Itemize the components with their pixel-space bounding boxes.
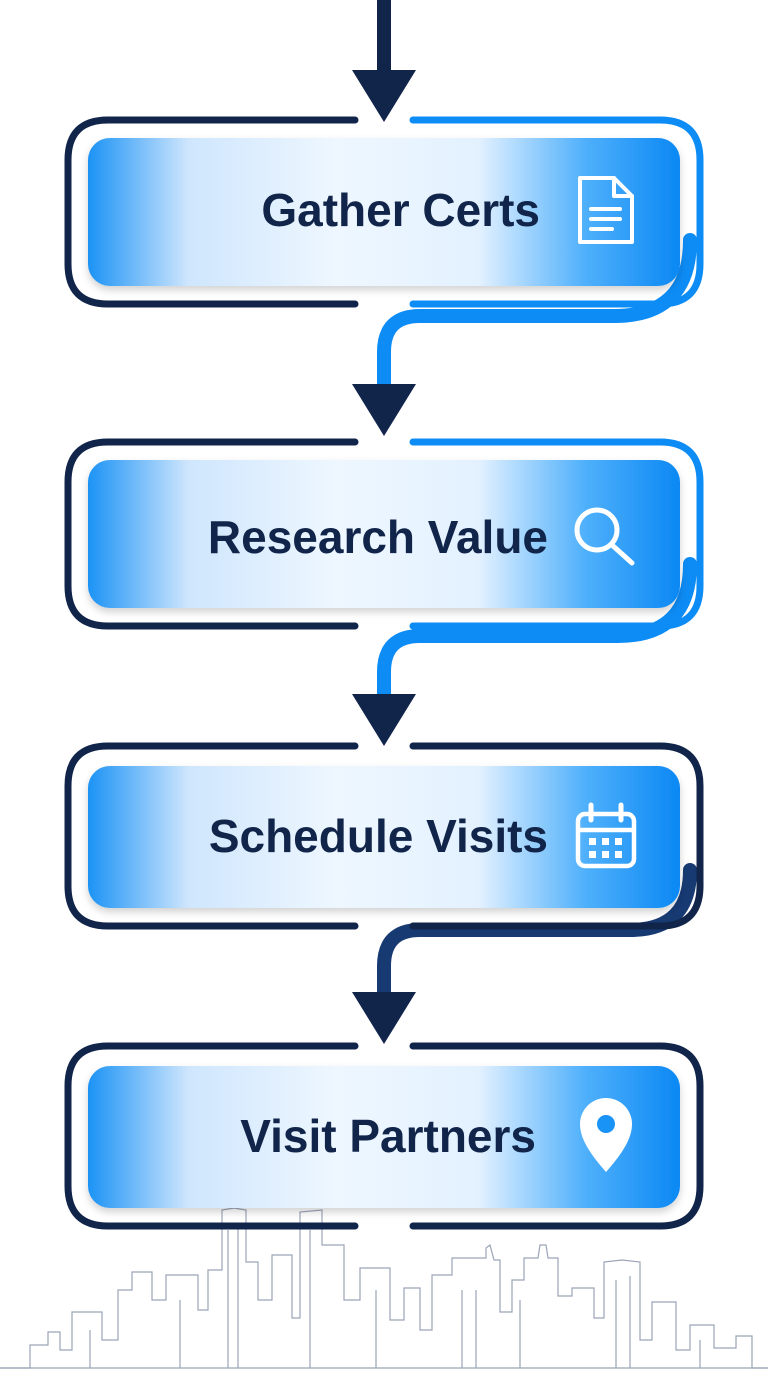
arrowhead-2-3 (352, 694, 416, 746)
step-outline-right (409, 438, 704, 630)
step-card (88, 138, 680, 286)
location-pin-icon (580, 1098, 632, 1172)
search-icon (574, 507, 635, 566)
step-label: Research Value (208, 511, 548, 563)
document-icon (578, 176, 634, 244)
step-research-value: Research Value (64, 438, 704, 630)
arrowheads (352, 70, 416, 1044)
step-card (88, 460, 680, 608)
step-visit-partners: Visit Partners (64, 1042, 704, 1230)
step-card (88, 1066, 680, 1208)
step-label: Gather Certs (261, 184, 540, 236)
connector-1-2 (377, 233, 697, 403)
connector-3-4 (377, 863, 697, 1011)
arrowhead-entry (352, 70, 416, 122)
step-label: Schedule Visits (209, 810, 548, 862)
step-gather-certs: Gather Certs (64, 116, 704, 308)
step-outline-left (64, 438, 359, 630)
connector-2-3 (377, 557, 697, 713)
step-label: Visit Partners (240, 1110, 536, 1162)
arrowhead-1-2 (352, 384, 416, 436)
step-outline-left (64, 742, 359, 930)
step-outline-left (64, 116, 359, 308)
step-outline-right (409, 116, 704, 308)
city-skyline (0, 1207, 768, 1369)
step-schedule-visits: Schedule Visits (64, 742, 704, 930)
calendar-icon (575, 802, 637, 869)
step-outline-right (409, 1042, 704, 1230)
step-outline-left (64, 1042, 359, 1230)
step-card (88, 766, 680, 908)
step-outline-right (409, 742, 704, 930)
arrowhead-3-4 (352, 992, 416, 1044)
